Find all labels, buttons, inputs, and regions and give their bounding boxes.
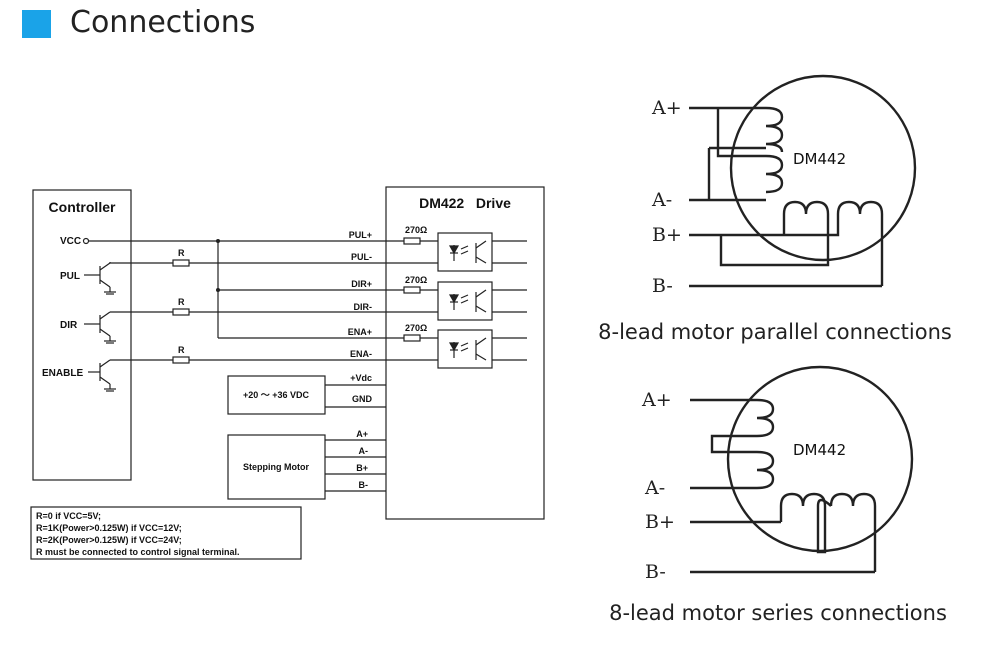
signal-wires: [88, 240, 386, 361]
wiring-diagram: Controller VCC PUL DIR ENABLE: [30, 186, 545, 560]
pul-transistor: [84, 262, 116, 295]
note-line: R=2K(Power>0.125W) if VCC=24V;: [36, 535, 182, 545]
pin-gnd: GND: [352, 394, 373, 404]
drive-box: [385, 186, 545, 520]
power-wires: [325, 384, 386, 408]
series-resistor-label: 270Ω: [405, 225, 427, 235]
parallel-leads: [689, 106, 882, 288]
enable-transistor: [88, 359, 116, 392]
pin-dir-minus: DIR-: [354, 302, 373, 312]
coil-a: [710, 398, 775, 490]
series-caption: 8-lead motor series connections: [609, 601, 947, 625]
series-resistor: [403, 334, 421, 342]
resistor-pul: [172, 259, 190, 267]
page-title: Connections: [70, 5, 256, 40]
title-accent-square: [22, 10, 51, 38]
power-supply-label: +20 ～ +36 VDC: [243, 390, 310, 400]
driver-label: DM442: [793, 441, 846, 459]
coil-b-left: [782, 200, 830, 258]
series-resistor: [403, 237, 421, 245]
motor-circle: [726, 365, 914, 553]
coil-b: [779, 492, 877, 572]
pin-ena-minus: ENA-: [350, 349, 372, 359]
optocoupler: [437, 281, 493, 321]
series-resistor-label: 270Ω: [405, 275, 427, 285]
series-leads: [690, 398, 875, 574]
series-resistor: [403, 286, 421, 294]
lead-b-minus: B-: [652, 275, 673, 297]
vcc-label: VCC: [60, 236, 81, 247]
lead-b-minus: B-: [645, 561, 666, 583]
pin-a-minus: A-: [359, 446, 369, 456]
pin-b-minus: B-: [359, 480, 369, 490]
pul-label: PUL: [60, 271, 80, 282]
note-line: R=1K(Power>0.125W) if VCC=12V;: [36, 523, 182, 533]
vcc-terminal: [82, 237, 90, 245]
controller-title: Controller: [49, 199, 116, 215]
coil-a-lower: [765, 154, 784, 194]
resistor-label: R: [178, 297, 185, 307]
pin-ena-plus: ENA+: [348, 327, 372, 337]
pin-a-plus: A+: [356, 429, 368, 439]
dir-transistor: [84, 311, 116, 344]
series-diagram: DM442 A+ A- B+ B- 8-lead motor series co…: [609, 365, 947, 625]
resistor-label: R: [178, 345, 185, 355]
pin-pul-minus: PUL-: [351, 252, 372, 262]
enable-label: ENABLE: [42, 368, 83, 379]
coil-a-upper: [765, 106, 784, 153]
optocoupler: [437, 329, 493, 369]
stepping-motor-label: Stepping Motor: [243, 462, 309, 472]
pin-pul-plus: PUL+: [349, 230, 372, 240]
motor-circle: [729, 74, 917, 262]
power-supply-box: [227, 375, 326, 415]
controller-box: [32, 189, 132, 481]
notes-box: [30, 506, 302, 560]
note-line: R=0 if VCC=5V;: [36, 511, 101, 521]
coil-b-right: [836, 200, 884, 286]
note-line: R must be connected to control signal te…: [36, 547, 240, 557]
pin-dir-plus: DIR+: [351, 279, 372, 289]
parallel-caption: 8-lead motor parallel connections: [598, 320, 952, 344]
lead-a-plus: A+: [651, 97, 682, 119]
lead-a-plus: A+: [641, 389, 672, 411]
driver-label: DM442: [793, 150, 846, 168]
lead-b-plus: B+: [645, 511, 675, 533]
drive-title: DM422 Drive: [419, 195, 511, 211]
lead-a-minus: A-: [644, 477, 665, 499]
parallel-diagram: DM442 A+ A- B+ B- 8-lead motor parallel …: [598, 74, 952, 344]
resistor-dir: [172, 308, 190, 316]
resistor-label: R: [178, 248, 185, 258]
pin-b-plus: B+: [356, 463, 368, 473]
junction-dot: [216, 239, 220, 243]
lead-a-minus: A-: [651, 189, 672, 211]
drive-internal-wires: [386, 240, 527, 361]
optocoupler: [437, 232, 493, 272]
motor-wires: [325, 439, 386, 492]
series-resistor-label: 270Ω: [405, 323, 427, 333]
lead-b-plus: B+: [652, 224, 682, 246]
resistor-enable: [172, 356, 190, 364]
stepping-motor-box: [227, 434, 326, 500]
pin-vdc: +Vdc: [350, 373, 372, 383]
dir-label: DIR: [60, 320, 78, 331]
junction-dot: [216, 288, 220, 292]
